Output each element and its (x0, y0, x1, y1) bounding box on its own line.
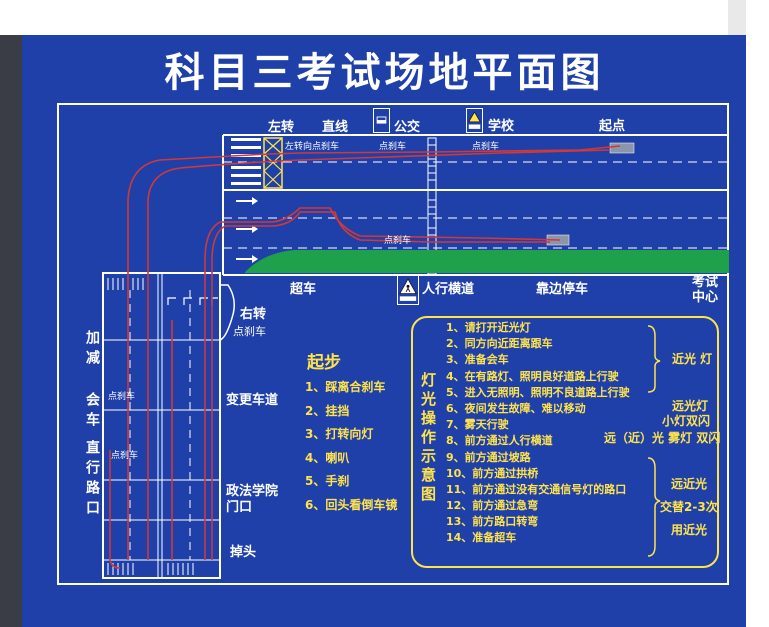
label-pull-over: 靠边停车 (536, 282, 589, 297)
note-low-beam: 近光 灯 (672, 352, 713, 366)
light-item: 12、前方通过急弯 (446, 499, 539, 513)
light-item: 5、进入无照明、照明不良道路上行驶 (446, 385, 630, 399)
label-overtake: 超车 (290, 282, 317, 297)
main-road (222, 134, 729, 276)
start-step: 4、喇叭 (305, 450, 350, 465)
label-left-turn-brake: 左转向点刹车 (285, 142, 340, 152)
label-u-turn: 掉头 (230, 545, 257, 560)
start-title: 起步 (307, 353, 341, 373)
label-left-turn: 左转 (268, 120, 295, 135)
label-meet: 会车 (84, 392, 100, 432)
grass-strip (245, 250, 729, 273)
light-item: 9、前方通过坡路 (446, 450, 531, 464)
label-school-gate: 政法学院门口 (226, 484, 279, 515)
light-item: 6、夜间发生故障、难以移动 (446, 401, 586, 415)
crosswalk-sign-icon (397, 275, 419, 305)
label-grid-brake-1: 点刹车 (108, 392, 136, 402)
car-top (609, 142, 635, 154)
light-item: 4、在有路灯、照明良好道路上行驶 (446, 369, 619, 383)
label-intersection: 直行路口 (84, 440, 100, 520)
start-step: 3、打转向灯 (305, 427, 374, 441)
left-dark-border (0, 35, 22, 627)
label-start: 起点 (599, 119, 626, 134)
label-bus: 公交 (394, 120, 421, 135)
note-high-beam: 远光灯 (672, 399, 709, 413)
note-alt-2: 交替2-3次 (660, 500, 718, 514)
label-straight: 直线 (322, 120, 349, 135)
note-alt-1: 远近光 (671, 477, 708, 491)
school-sign-icon (466, 108, 483, 133)
light-item: 11、前方通过没有交通信号灯的路口 (446, 482, 627, 496)
light-item: 10、前方通过拱桥 (446, 466, 539, 480)
route-lines (109, 145, 621, 569)
lane-arrows (236, 197, 258, 263)
start-step: 5、手刹 (305, 474, 350, 488)
note-small-double-flash: 小灯双闪 (662, 414, 711, 428)
light-panel-title: 灯光操作示意图 (419, 372, 437, 505)
label-exam-center: 考试中心 (691, 275, 718, 305)
label-right-turn: 右转 (240, 307, 267, 322)
right-white-border (746, 0, 769, 627)
light-item: 3、准备会车 (446, 353, 509, 367)
light-item: 14、准备超车 (446, 531, 517, 545)
note-alt-3: 用近光 (671, 523, 708, 537)
label-crosswalk: 人行横道 (422, 282, 475, 297)
label-field-brake: 点刹车 (233, 325, 266, 338)
light-item: 2、同方向近距离跟车 (446, 337, 553, 351)
start-step: 1、踩离合刹车 (305, 380, 386, 394)
label-brake-2: 点刹车 (472, 142, 500, 152)
light-item: 13、前方路口转弯 (446, 515, 539, 529)
label-school: 学校 (488, 119, 515, 134)
field-outline (57, 103, 729, 585)
label-brake-1: 点刹车 (379, 142, 407, 152)
light-panel (411, 316, 719, 568)
yellow-box-junction (263, 137, 283, 189)
label-brake-3: 点刹车 (384, 236, 412, 246)
light-item: 7、雾天行驶 (446, 418, 509, 432)
label-grid-brake-2: 点刹车 (111, 451, 139, 461)
light-item: 1、请打开近光灯 (446, 321, 531, 334)
label-change-lane: 变更车道 (226, 393, 279, 408)
start-step: 6、回头看倒车镜 (305, 497, 398, 512)
bus-sign-icon (373, 108, 390, 133)
label-decelerate: 加减 (84, 330, 100, 370)
board-background (22, 35, 746, 627)
start-step: 2、挂挡 (305, 403, 350, 418)
light-items: 1、请打开近光灯 2、同方向近距离跟车 3、准备会车 4、在有路灯、照明良好道路… (446, 320, 630, 547)
light-item: 8、前方通过人行横道 (446, 434, 553, 448)
page-title: 科目三考试场地平面图 (164, 50, 605, 96)
start-steps: 1、踩离合刹车 2、挂挡 3、打转向灯 4、喇叭 5、手刹 6、回头看倒车镜 (305, 376, 397, 517)
note-fog: 远（近）光 雾灯 双闪 (604, 431, 721, 445)
left-grid (102, 272, 235, 579)
